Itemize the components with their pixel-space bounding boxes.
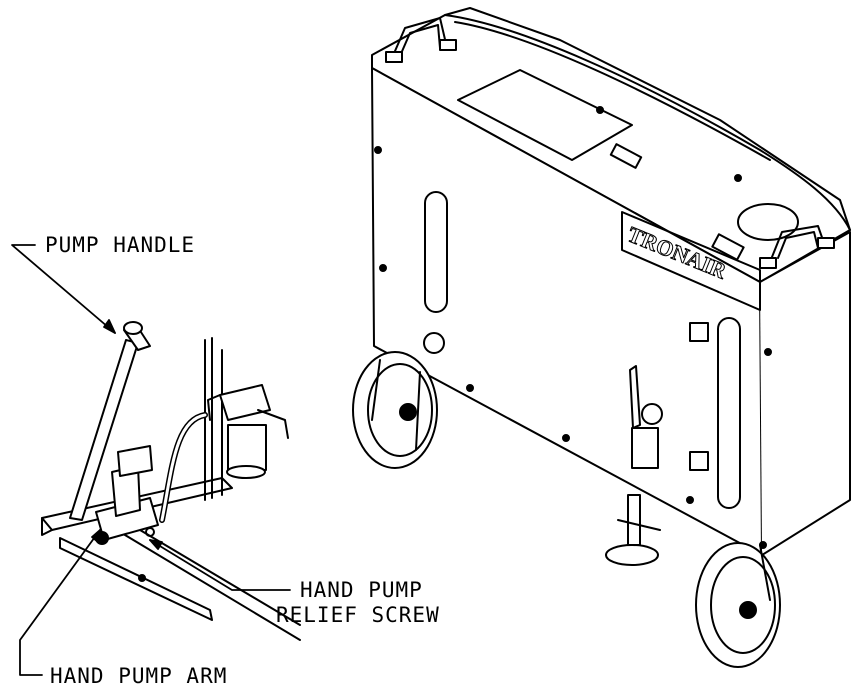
rear-right-wheel: [695, 542, 781, 668]
arrowhead-icon: [149, 539, 163, 550]
leader-lines: [11, 244, 291, 676]
arrowhead-icon: [91, 529, 101, 543]
hand-pump-assembly: [41, 321, 301, 641]
front-left-wheel: [352, 351, 438, 469]
pump-arm-label: HAND PUMP ARM: [50, 664, 228, 688]
relief-screw-leader: [149, 539, 291, 591]
cart-body: TRONAIR: [371, 7, 851, 556]
stand-foot: [605, 494, 661, 566]
relief-screw-label-line2: RELIEF SCREW: [276, 603, 440, 627]
relief-screw-label-line1: HAND PUMP: [300, 578, 423, 602]
pump-handle-label: PUMP HANDLE: [45, 233, 196, 257]
pump-handle-leader: [11, 244, 116, 334]
arrowhead-icon: [103, 319, 116, 334]
pump-arm-leader: [19, 529, 101, 676]
